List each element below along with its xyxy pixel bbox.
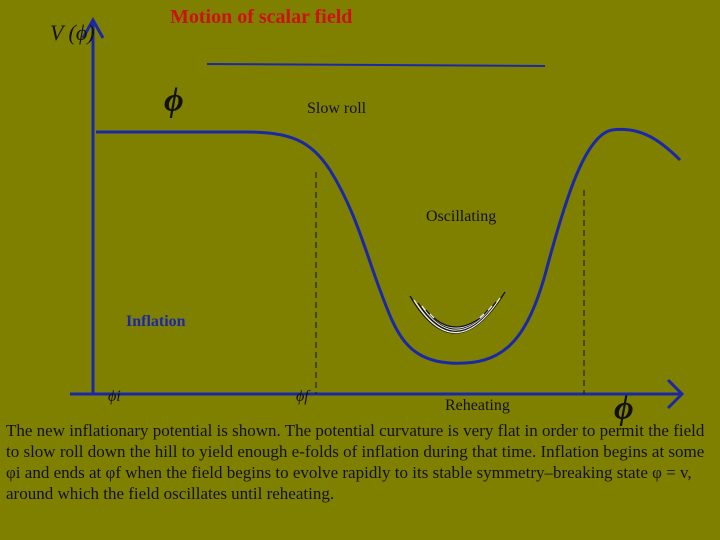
x-axis-phi-symbol: ϕ — [614, 390, 634, 427]
curve-phi-symbol: ϕ — [164, 82, 184, 119]
oscillation-arcs — [409, 291, 506, 334]
page-title: Motion of scalar field — [170, 6, 353, 28]
reheating-label: Reheating — [445, 397, 510, 414]
potential-curve — [96, 127, 682, 365]
slow-roll-label: Slow roll — [307, 100, 367, 117]
inflation-label: Inflation — [126, 313, 186, 330]
oscillating-label: Oscillating — [426, 208, 497, 225]
x-axis-arrowhead — [666, 378, 685, 410]
description-text: The new inflationary potential is shown.… — [6, 421, 705, 503]
y-axis-arrowhead — [81, 16, 105, 39]
phi-f-marker: ϕf — [296, 388, 309, 405]
y-axis-label: V (ϕ) — [50, 20, 95, 45]
slow-roll-line — [206, 63, 546, 67]
phi-i-marker: ϕi — [108, 388, 121, 405]
